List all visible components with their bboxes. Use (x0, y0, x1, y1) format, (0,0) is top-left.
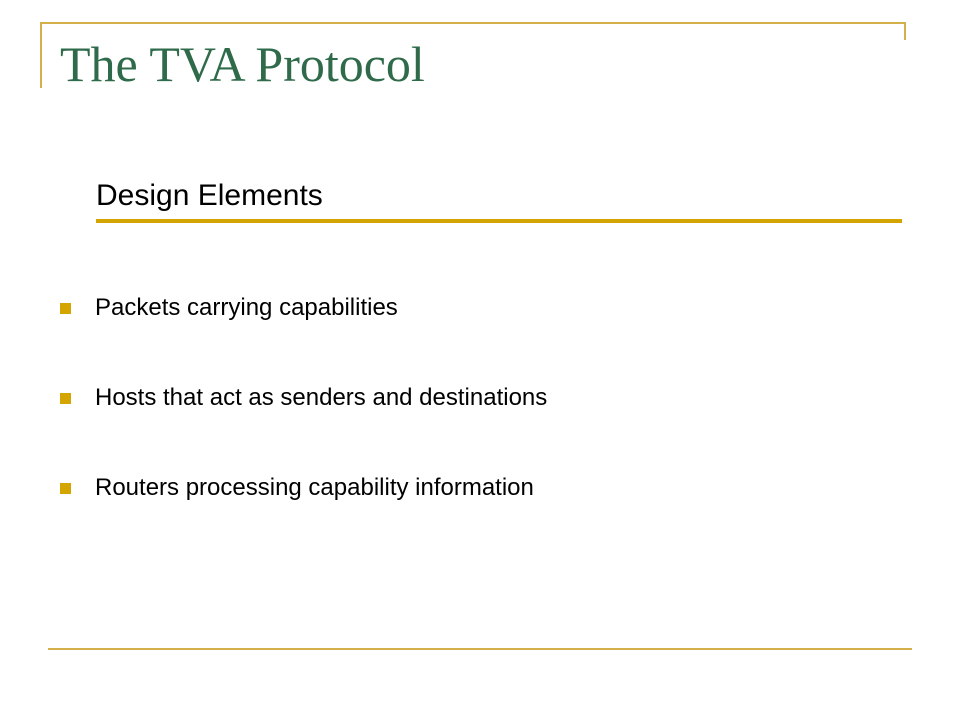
left-frame-rule (40, 22, 42, 88)
top-frame-rule (40, 22, 906, 24)
slide-title: The TVA Protocol (60, 36, 425, 92)
bullet-item: Hosts that act as senders and destinatio… (60, 380, 547, 416)
bullet-list: Packets carrying capabilities Hosts that… (60, 290, 547, 560)
bullet-text: Packets carrying capabilities (95, 294, 398, 321)
bullet-item: Packets carrying capabilities (60, 290, 547, 326)
square-bullet-icon (60, 482, 71, 494)
square-bullet-icon (60, 302, 71, 314)
right-frame-rule (904, 22, 906, 40)
slide-subtitle: Design Elements (96, 179, 323, 212)
bullet-item: Routers processing capability informatio… (60, 470, 547, 506)
bullet-text: Hosts that act as senders and destinatio… (95, 384, 548, 411)
bullet-text: Routers processing capability informatio… (95, 474, 534, 501)
subtitle-underline (96, 219, 902, 223)
bottom-frame-rule (48, 648, 912, 650)
square-bullet-icon (60, 392, 71, 404)
